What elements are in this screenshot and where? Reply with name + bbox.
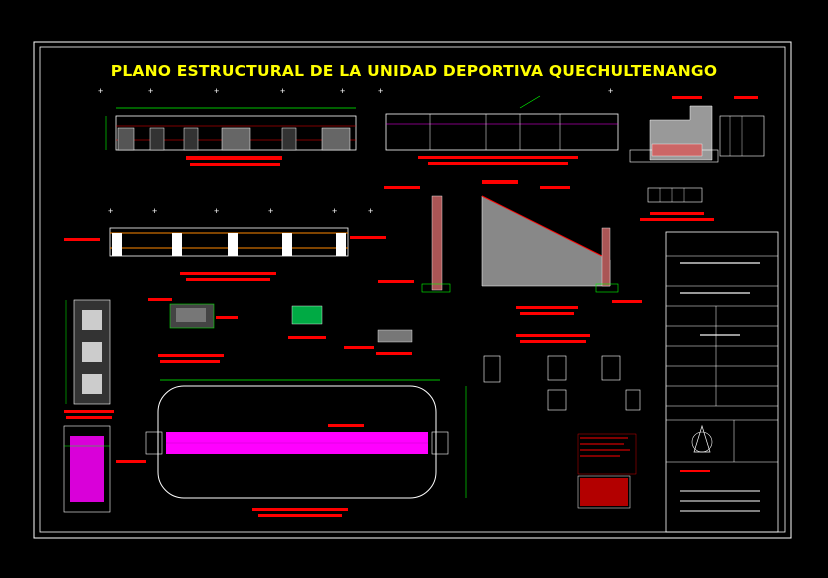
- title-block: [665, 231, 779, 533]
- retaining-wall-section: [629, 96, 765, 221]
- stair-masonry-section: [378, 180, 642, 315]
- svg-text:+: +: [98, 86, 103, 96]
- inner-frame: [39, 46, 786, 533]
- svg-text:+: +: [332, 206, 337, 216]
- svg-text:+: +: [340, 86, 345, 96]
- svg-text:+: +: [214, 206, 219, 216]
- column-plan-view: [63, 299, 146, 513]
- foundation-elevation-view: + + + + +: [98, 86, 357, 166]
- svg-text:+: +: [608, 86, 613, 96]
- svg-text:+: +: [280, 86, 285, 96]
- svg-text:+: +: [378, 86, 383, 96]
- svg-text:+: +: [268, 206, 273, 216]
- slab-plan-view: [145, 379, 467, 517]
- wall-elevation-view: + +: [378, 86, 619, 165]
- svg-text:+: +: [108, 206, 113, 216]
- detail-sections: [148, 298, 641, 411]
- notes-table: [577, 433, 637, 509]
- outer-frame: [33, 41, 792, 539]
- svg-text:+: +: [152, 206, 157, 216]
- svg-text:+: +: [214, 86, 219, 96]
- svg-text:+: +: [368, 206, 373, 216]
- beam-elevation-view: + + + + + +: [64, 206, 386, 281]
- svg-text:+: +: [148, 86, 153, 96]
- drawing-title: PLANO ESTRUCTURAL DE LA UNIDAD DEPORTIVA…: [110, 62, 718, 80]
